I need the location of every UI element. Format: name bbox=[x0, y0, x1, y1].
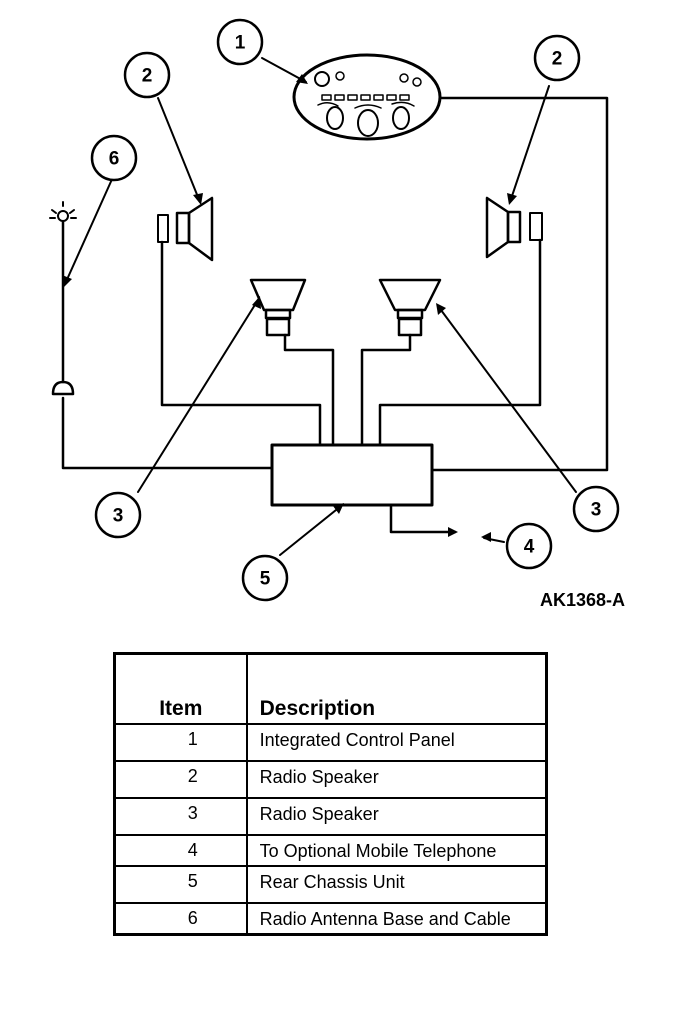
callout-circle-6 bbox=[90, 134, 138, 182]
legend-item-description: Radio Antenna Base and Cable bbox=[245, 902, 548, 936]
legend-item-description: Integrated Control Panel bbox=[245, 723, 548, 762]
legend-item-number: 3 bbox=[113, 797, 248, 836]
right-rear-speaker bbox=[378, 278, 442, 337]
wiring-diagram: 1 2 2 6 3 3 5 4 AK1368-A bbox=[49, 18, 625, 610]
callout-circle-3-left bbox=[94, 491, 142, 539]
integrated-control-panel bbox=[292, 53, 442, 141]
legend-row: 3 Radio Speaker bbox=[113, 797, 548, 836]
callout-circle-1 bbox=[216, 18, 264, 66]
legend-item-number: 4 bbox=[113, 834, 248, 867]
callout-circle-3-right bbox=[572, 485, 620, 533]
legend-item-description: Radio Speaker bbox=[245, 797, 548, 836]
callout-circle-4 bbox=[505, 522, 553, 570]
legend-item-description: Radio Speaker bbox=[245, 760, 548, 799]
legend-item-description: To Optional Mobile Telephone bbox=[245, 834, 548, 867]
legend-item-number: 2 bbox=[113, 760, 248, 799]
antenna bbox=[49, 201, 77, 396]
legend-row: 2 Radio Speaker bbox=[113, 760, 548, 799]
legend-row: 4 To Optional Mobile Telephone bbox=[113, 834, 548, 867]
leader-lines bbox=[64, 57, 577, 556]
callout-number-6: 6 bbox=[109, 149, 120, 170]
callout-number-3-left: 3 bbox=[113, 506, 124, 527]
callout-number-5: 5 bbox=[260, 569, 271, 590]
right-door-speaker bbox=[485, 196, 543, 259]
legend-header-item: Item bbox=[113, 652, 248, 725]
callout-circle-5 bbox=[241, 554, 289, 602]
callout-number-4: 4 bbox=[524, 537, 535, 558]
legend-item-number: 5 bbox=[113, 865, 248, 904]
legend-row: 5 Rear Chassis Unit bbox=[113, 865, 548, 904]
callout-number-3-right: 3 bbox=[591, 500, 602, 521]
legend-item-number: 1 bbox=[113, 723, 248, 762]
left-door-speaker bbox=[157, 196, 214, 262]
legend-header-row: Item Description bbox=[113, 652, 548, 725]
legend-header-description: Description bbox=[245, 652, 548, 725]
legend-row: 1 Integrated Control Panel bbox=[113, 723, 548, 762]
figure-reference-code: AK1368-A bbox=[540, 590, 625, 610]
callout-number-2-right: 2 bbox=[552, 49, 563, 70]
legend-row: 6 Radio Antenna Base and Cable bbox=[113, 902, 548, 936]
callout-circle-2-left bbox=[123, 51, 171, 99]
callout-number-1: 1 bbox=[235, 33, 246, 54]
legend-item-number: 6 bbox=[113, 902, 248, 936]
legend-item-description: Rear Chassis Unit bbox=[245, 865, 548, 904]
wiring bbox=[61, 96, 609, 534]
rear-chassis-unit bbox=[270, 443, 434, 507]
callout-circle-2-right bbox=[533, 34, 581, 82]
arrowheads bbox=[62, 74, 517, 542]
legend-table: Item Description 1 Integrated Control Pa… bbox=[113, 652, 548, 936]
callout-number-2-left: 2 bbox=[142, 66, 153, 87]
